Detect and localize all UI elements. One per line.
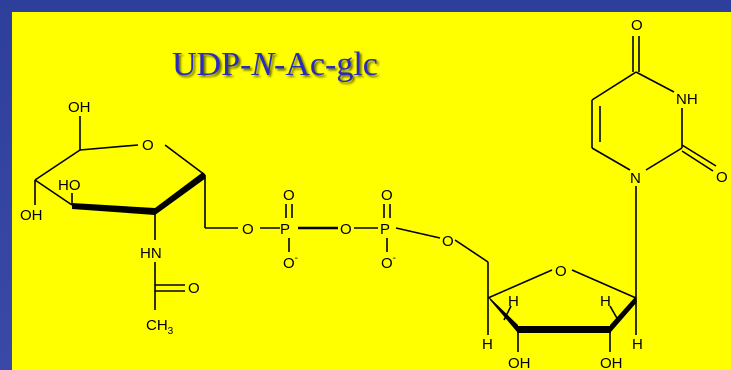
label-acetyl-o: O [188,280,200,297]
bond-o-c5r [454,239,489,263]
label-h-c1r-down: H [632,336,643,353]
label-hn: HN [140,245,162,262]
label-h-c4r-up: H [508,293,519,310]
bond-p2-o [395,227,441,239]
label-p1-ominus: O- [283,253,298,272]
label-uracil-o4: O [631,17,643,34]
wedge-c4-c5 [155,172,206,215]
bond-n1-c6 [591,147,631,171]
bond-ringO-c1r [571,269,637,299]
label-p2: P [380,221,390,238]
title-part-acglc: -Ac-glc [274,46,378,83]
label-ch3: CH3 [146,317,174,337]
wedge-c2r-c3r [517,326,611,333]
label-p1: P [280,221,290,238]
label-c1-oh: OH [68,99,91,116]
wedge-c2r-c1r [610,296,637,333]
label-uracil-o2: O [716,169,728,186]
bond-c1-ringO [79,144,139,151]
bond-c1-c2 [34,149,81,181]
label-ring-o-glc: O [142,137,154,154]
title-part-udp: UDP- [172,46,252,83]
bond-c5-c4 [591,71,637,101]
label-h-c1r-up: H [600,293,611,310]
label-p1-oxo: O [283,187,295,204]
label-uracil-n1: N [630,170,641,187]
wedge-c3-c4 [72,203,155,215]
label-c2-oh: OH [20,207,43,224]
label-bridge-o-3: O [442,233,454,250]
bond-c2-n1 [645,147,683,171]
title-part-n: N [251,46,275,83]
bond-c4r-ringO [487,269,553,299]
wedge-c4r-c3r [488,296,518,333]
slide-panel [12,12,731,370]
label-bridge-o-2: O [340,221,352,238]
bond-c4-n3 [635,71,675,93]
label-p2-oxo: O [381,187,393,204]
label-h-c4r-down: H [482,336,493,353]
bond-c2-c3 [34,179,73,206]
bond-c2-o-2 [681,150,714,172]
label-ring-o-rib: O [555,263,567,280]
label-c2r-oh: OH [600,355,623,370]
label-c3-ho: HO [58,177,81,194]
page-title: UDP-N-Ac-glc [172,46,378,84]
label-c3r-oh: OH [508,355,531,370]
bond-ringO-c5 [164,144,206,176]
label-uracil-nh: NH [676,91,698,108]
bond-c2-o-1 [681,144,717,167]
label-bridge-o-1: O [242,221,254,238]
label-p2-ominus: O- [381,253,396,272]
